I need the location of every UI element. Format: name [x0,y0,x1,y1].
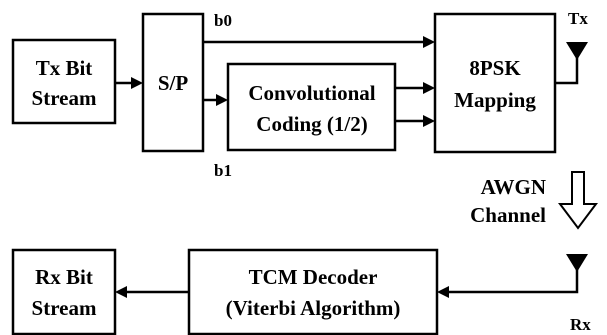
psk-mapping-label-line1: 8PSK [469,56,521,80]
rx-bit-stream-block [11,248,117,335]
tx-bit-stream-block [11,38,117,125]
tx-label: Tx [568,9,588,28]
channel-down-arrow-icon [558,171,598,230]
conv-coding-block [226,62,397,152]
arrow-b1-to-coder [203,94,228,106]
b1-label: b1 [214,161,232,180]
channel-label-line2: Channel [470,203,546,227]
tx-antenna-icon [555,42,588,85]
psk-mapping-block [433,12,557,154]
arrow-decoder-to-rx [115,286,189,298]
arrow-coder-out2-to-mapping [395,115,435,127]
psk-mapping-label-line2: Mapping [454,88,536,112]
tx-bit-stream-label-line1: Tx Bit [36,56,93,80]
rx-antenna-icon [437,254,588,298]
rx-label: Rx [570,315,591,334]
sp-block [141,12,205,153]
tcm-decoder-label-line1: TCM Decoder [249,265,378,289]
rx-bit-stream-label-line1: Rx Bit [35,265,93,289]
conv-coding-label-line2: Coding (1/2) [256,112,367,136]
b0-label: b0 [214,11,232,30]
conv-coding-label-line1: Convolutional [248,81,375,105]
arrow-b0-to-mapping [203,36,435,48]
tx-bit-stream-label-line2: Stream [32,86,97,110]
channel-label-line1: AWGN [481,175,546,199]
sp-label: S/P [158,71,189,95]
arrow-tx-to-sp [115,77,143,89]
tcm-decoder-label-line2: (Viterbi Algorithm) [226,296,401,320]
arrow-coder-out1-to-mapping [395,82,435,94]
tcm-decoder-block [187,248,439,335]
rx-bit-stream-label-line2: Stream [32,296,97,320]
